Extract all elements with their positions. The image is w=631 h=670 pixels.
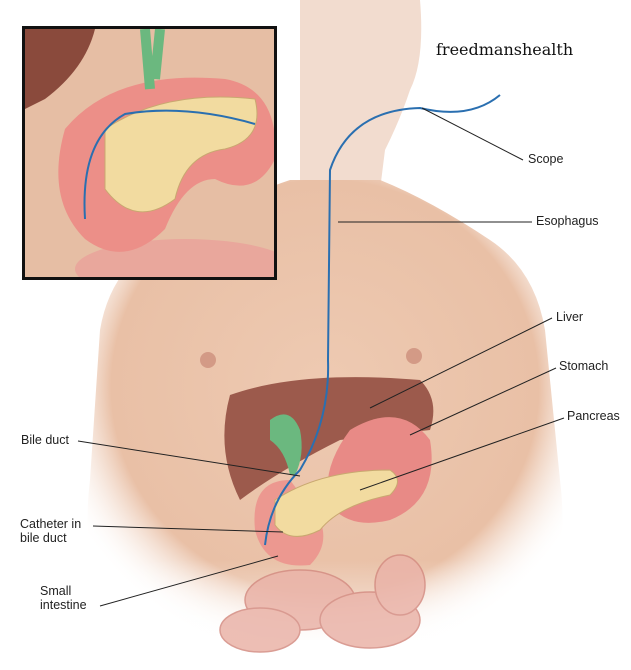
watermark: freedmanshealth [436,40,574,59]
label-bile-duct: Bile duct [21,433,69,447]
label-small-intestine: Small intestine [40,584,87,612]
label-small-intestine-line2: intestine [40,598,87,612]
scope-line [264,94,501,546]
liver [224,377,434,500]
gallbladder [270,414,302,475]
label-esophagus: Esophagus [536,214,599,228]
label-catheter-line2: bile duct [20,531,67,545]
label-catheter-line1: Catheter in [20,517,82,531]
label-catheter: Catheter in bile duct [20,517,81,545]
label-pancreas: Pancreas [567,409,620,423]
label-liver: Liver [556,310,584,324]
label-small-intestine-line1: Small [40,584,72,598]
nipple-left [200,352,216,368]
label-stomach: Stomach [559,359,609,373]
nipple-right [406,348,422,364]
leader-lines [77,107,565,607]
inset-illustration [25,29,274,277]
inset-closeup [22,26,277,280]
small-intestine [219,554,426,653]
label-scope: Scope [528,152,564,166]
head [300,0,422,190]
pancreas [274,469,398,537]
